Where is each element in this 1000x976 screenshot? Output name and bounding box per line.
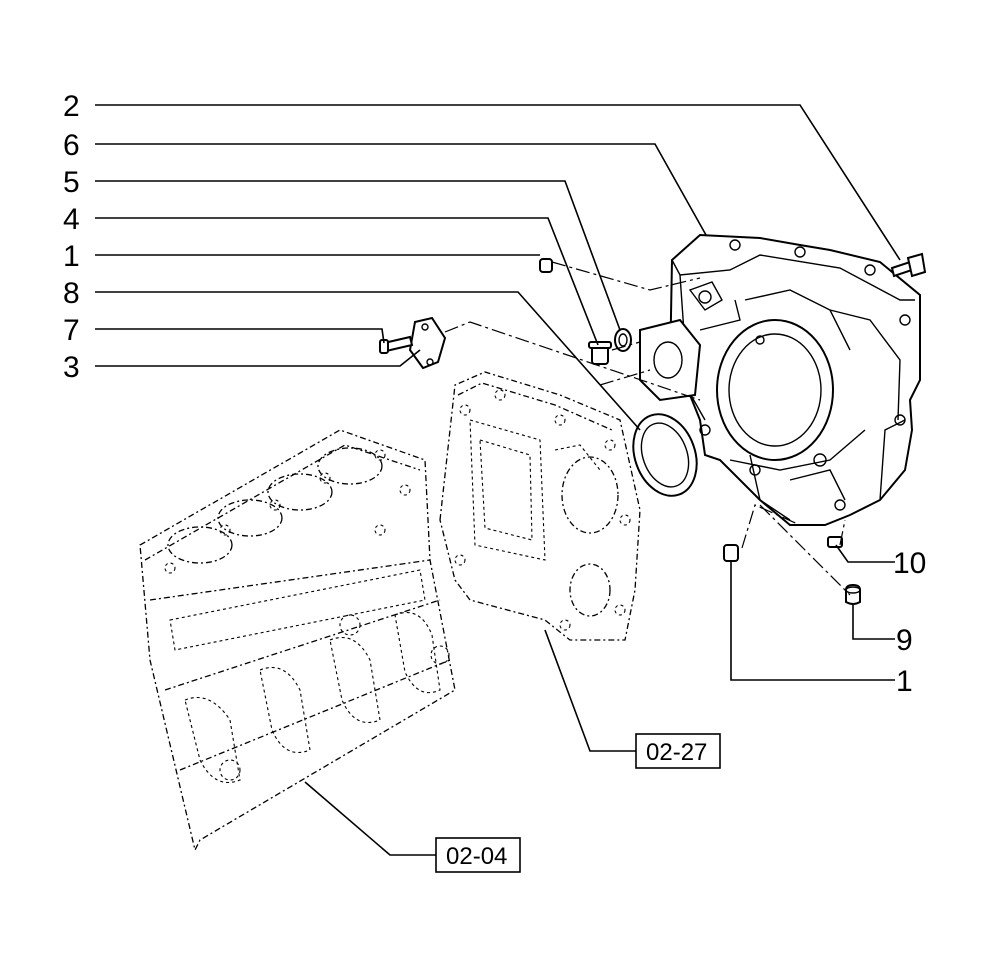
engine-block-ghost [139,429,456,852]
cover-plate-ghost [439,371,641,641]
reference-box-cover-plate[interactable]: 02-27 [635,733,721,769]
callout-3: 3 [63,351,80,384]
callout-2: 2 [63,90,80,123]
seal-ring-5 [614,328,632,352]
callout-5: 5 [63,166,80,199]
crankshaft-seal [632,413,698,497]
callout-10: 10 [893,547,926,580]
callout-7: 7 [63,314,80,347]
flywheel-housing [639,233,921,526]
cover-3 [408,316,447,370]
plug-1-bottom [723,544,739,562]
reference-label-engine-block: 02-04 [446,843,507,870]
leader-lines [95,104,901,856]
assembly-axes [444,261,851,596]
callout-1-top: 1 [63,240,80,273]
reference-label-cover-plate: 02-27 [646,739,707,766]
callout-6: 6 [63,129,80,162]
bushing-9 [845,583,861,605]
callout-9: 9 [896,624,913,657]
plug-1-top [539,258,553,273]
dowel-10 [827,536,843,548]
screw-2 [890,252,927,278]
callout-8: 8 [63,277,80,310]
callout-1-bottom: 1 [896,665,913,698]
plug-4 [588,341,612,365]
callout-4: 4 [63,203,80,236]
reference-box-engine-block[interactable]: 02-04 [435,837,521,873]
callout-labels: 2 6 5 4 1 8 7 3 10 9 1 [63,90,926,698]
screw-7 [379,335,414,354]
